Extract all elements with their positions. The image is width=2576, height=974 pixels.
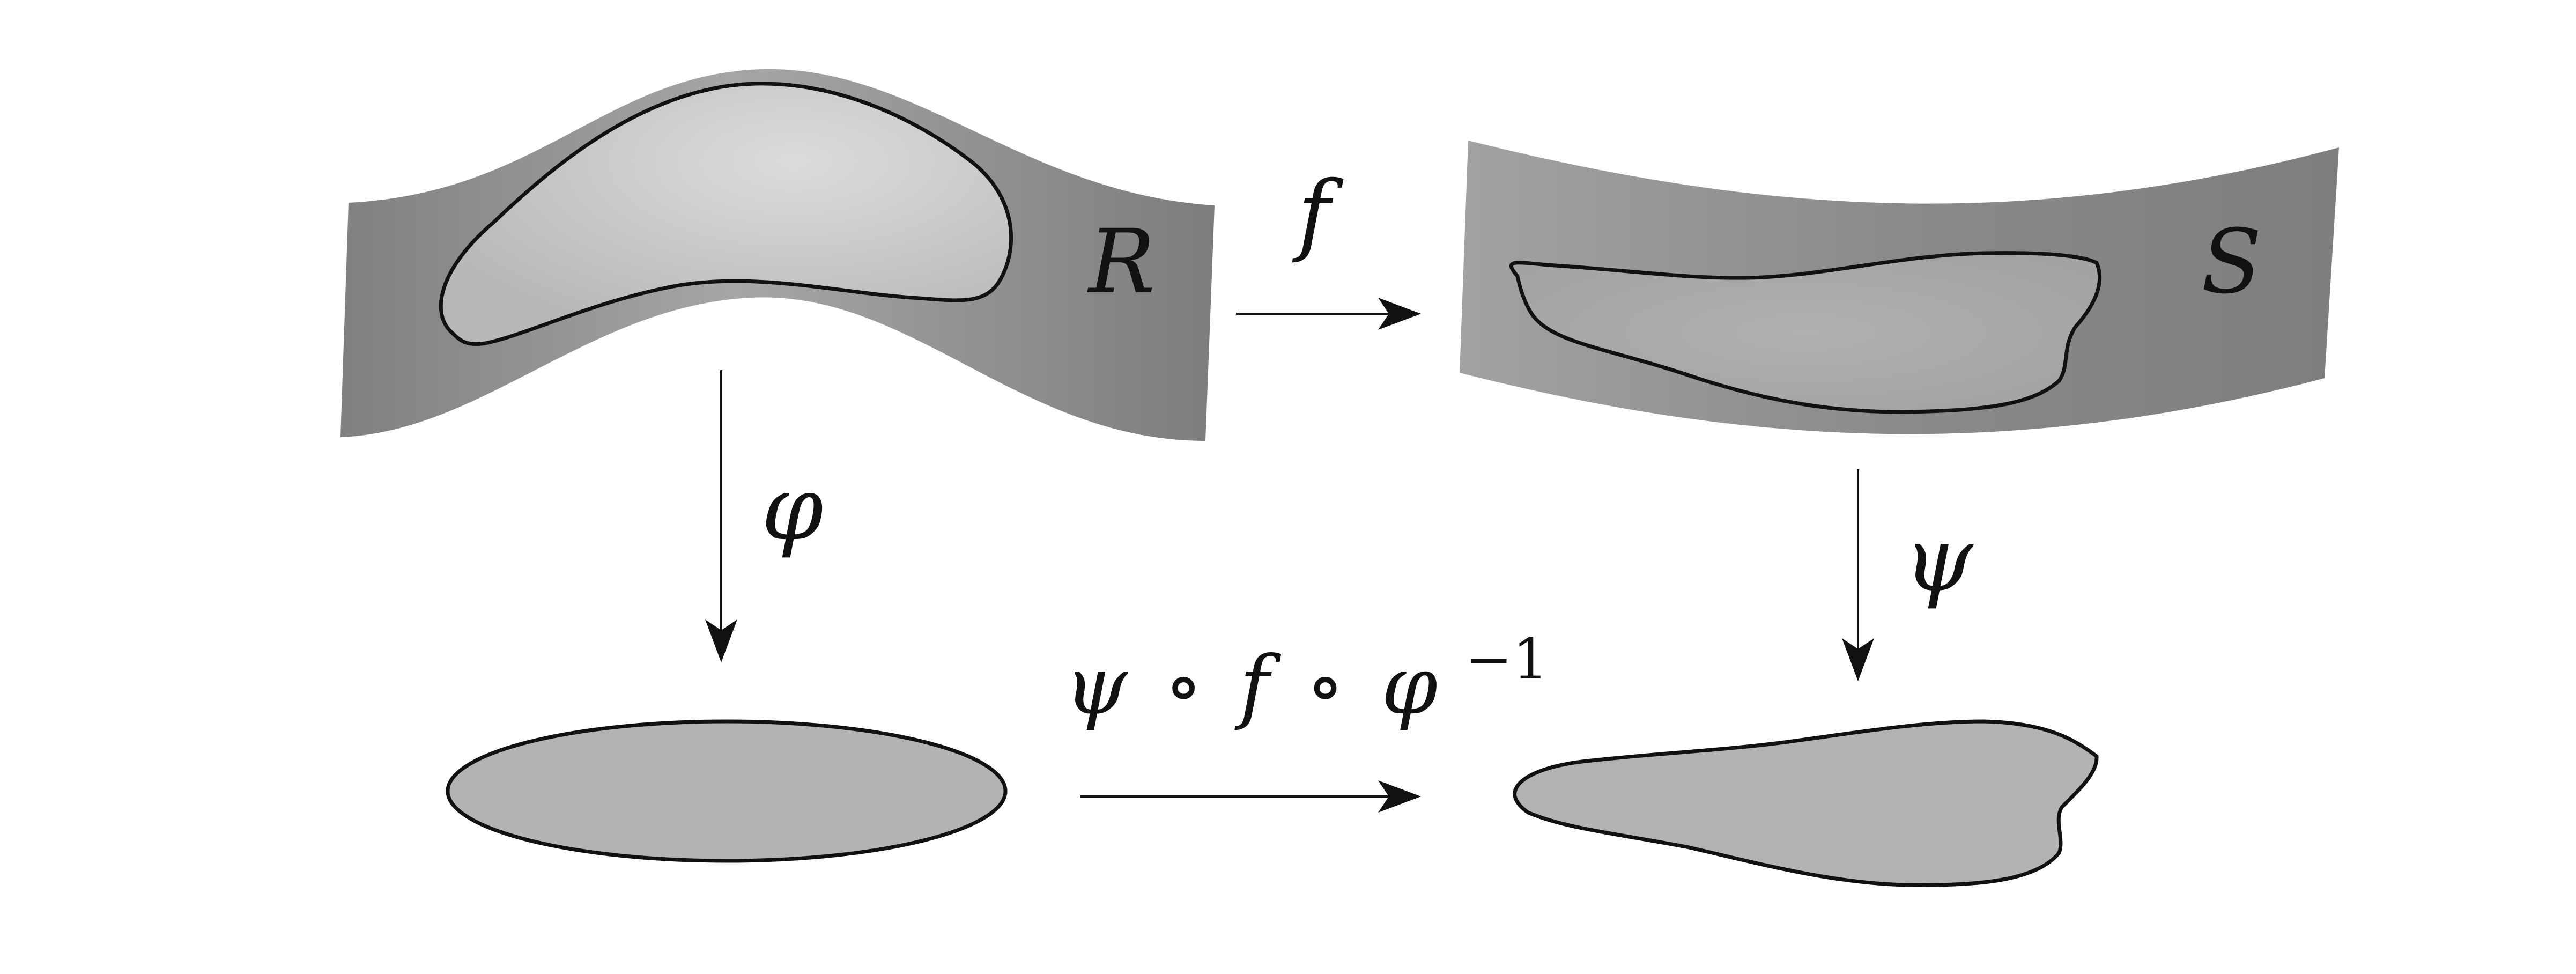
composite-circle-2: ∘ <box>1306 639 1345 733</box>
composite-psi: ψ <box>1064 639 1128 733</box>
surface-r-label: R <box>1087 210 1155 313</box>
chart-domain-ellipse <box>448 721 1005 861</box>
arrow-psi: ψ <box>1842 469 1974 681</box>
arrow-composite: ψ ∘ f ∘ φ −1 <box>1064 626 1549 813</box>
map-f-label: f <box>1292 162 1344 265</box>
arrow-phi: φ <box>705 370 824 662</box>
composite-phi: φ <box>1381 639 1438 733</box>
composite-map-label: ψ ∘ f ∘ φ −1 <box>1064 626 1549 733</box>
map-psi-label: ψ <box>1904 508 1974 611</box>
composite-exponent: −1 <box>1465 626 1549 692</box>
composite-circle-1: ∘ <box>1164 639 1203 733</box>
surface-s: S <box>1460 141 2339 434</box>
composite-f: f <box>1234 639 1282 733</box>
surface-r: R <box>340 69 1215 441</box>
arrow-f: f <box>1236 162 1421 330</box>
chart-range-region <box>1515 721 2097 885</box>
map-phi-label: φ <box>761 457 824 560</box>
surface-s-label: S <box>2201 210 2262 313</box>
